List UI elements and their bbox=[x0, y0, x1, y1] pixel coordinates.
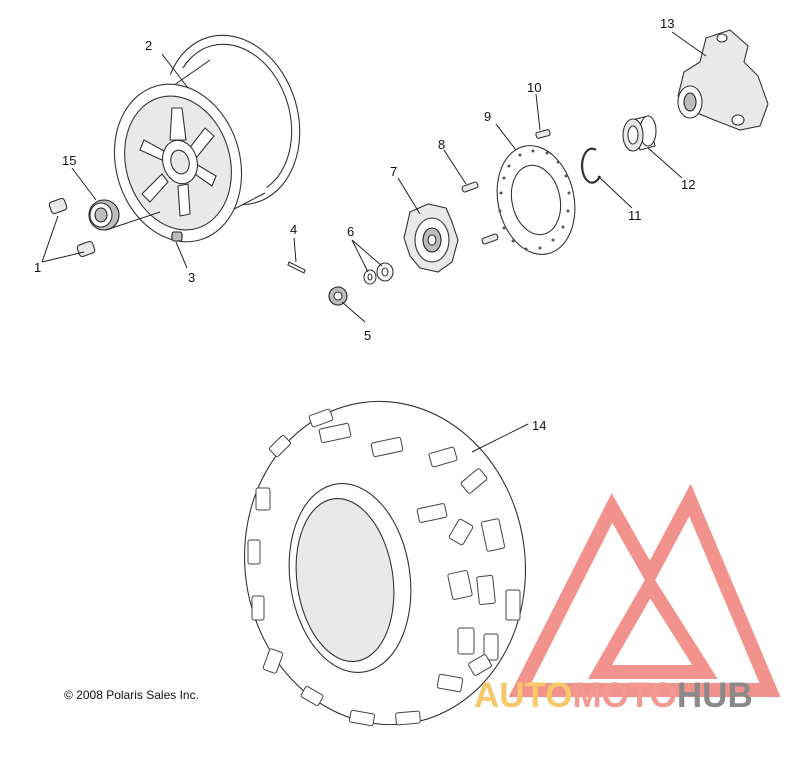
brake-bolt bbox=[535, 129, 551, 139]
copyright-notice: © 2008 Polaris Sales Inc. bbox=[64, 688, 199, 702]
steering-knuckle bbox=[677, 29, 769, 131]
washers bbox=[363, 262, 394, 285]
watermark-triangle-logo bbox=[508, 483, 781, 697]
brake-disc bbox=[496, 145, 576, 255]
callout-13: 13 bbox=[660, 16, 674, 31]
watermark-wordmark: AUTOMOTOHUB bbox=[474, 676, 753, 716]
lug-nuts bbox=[48, 197, 96, 258]
callout-9: 9 bbox=[484, 109, 491, 124]
wheel-rim bbox=[113, 34, 301, 243]
callout-4: 4 bbox=[290, 222, 297, 237]
wheel-hub bbox=[403, 203, 459, 273]
callout-11: 11 bbox=[628, 208, 642, 223]
watermark-auto: AUTO bbox=[474, 676, 573, 715]
callout-labels: 1 2 3 4 5 6 7 8 9 10 11 12 13 14 15 bbox=[34, 16, 695, 433]
callout-12: 12 bbox=[681, 177, 695, 192]
callout-3: 3 bbox=[188, 270, 195, 285]
valve-stem bbox=[171, 231, 183, 242]
castle-nut bbox=[328, 286, 348, 306]
callout-2: 2 bbox=[145, 38, 152, 53]
tire-tread-blocks bbox=[247, 408, 521, 727]
callout-8: 8 bbox=[438, 137, 445, 152]
callout-5: 5 bbox=[364, 328, 371, 343]
callout-14: 14 bbox=[532, 418, 546, 433]
center-cap bbox=[88, 199, 120, 231]
watermark-moto: MOTO bbox=[572, 676, 677, 715]
callout-1: 1 bbox=[34, 260, 41, 275]
callout-6: 6 bbox=[347, 224, 354, 239]
leader-lines bbox=[41, 31, 707, 453]
wheel-bearing bbox=[622, 115, 657, 152]
callout-15: 15 bbox=[62, 153, 76, 168]
snap-ring bbox=[580, 147, 602, 184]
watermark-hub: HUB bbox=[676, 676, 753, 715]
callout-10: 10 bbox=[527, 80, 541, 95]
tire bbox=[243, 400, 527, 727]
rim-spokes bbox=[139, 107, 217, 217]
wheel-studs bbox=[461, 181, 499, 245]
callout-7: 7 bbox=[390, 164, 397, 179]
cotter-pin bbox=[287, 261, 306, 274]
